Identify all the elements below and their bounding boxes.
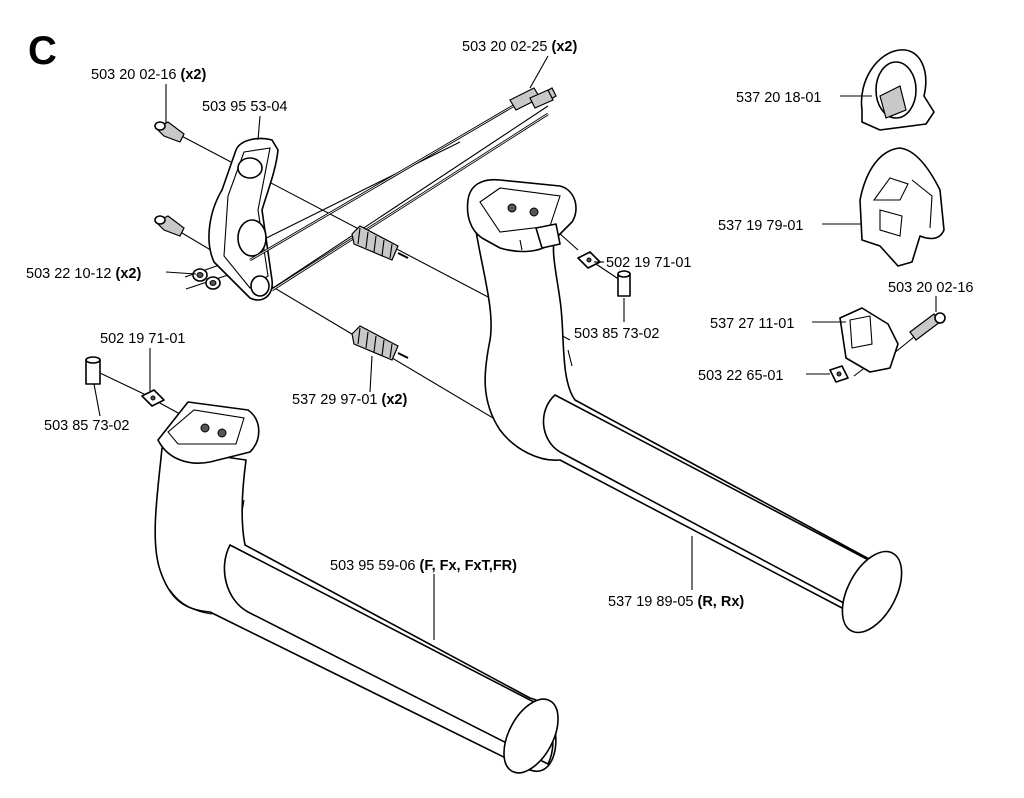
screws-left-pair xyxy=(154,121,185,237)
label-handle-right: 537 19 89-05 (R, Rx) xyxy=(608,594,744,610)
nuts-pair xyxy=(192,268,221,290)
label-clip-mid: 537 19 79-01 xyxy=(718,218,803,234)
handle-right xyxy=(466,178,903,634)
section-letter: C xyxy=(28,29,57,73)
label-square-nut-left: 502 19 71-01 xyxy=(100,331,185,347)
clip-small xyxy=(839,307,899,373)
nut-single xyxy=(829,365,849,383)
clip-top xyxy=(860,49,935,131)
square-nut-right xyxy=(577,251,601,269)
spacer-right xyxy=(617,270,631,297)
handle-left xyxy=(154,401,559,774)
springs-pair xyxy=(351,225,409,361)
label-spacer-left: 503 85 73-02 xyxy=(44,418,129,434)
label-clip-small: 537 27 11-01 xyxy=(710,316,794,332)
label-nut-single: 503 22 65-01 xyxy=(698,368,783,384)
label-bracket: 503 95 53-04 xyxy=(202,99,287,115)
leader-lines xyxy=(93,55,937,640)
labels: 503 20 02-16 (x2) 503 20 02-25 (x2) 503 … xyxy=(26,39,973,610)
label-handle-left: 503 95 59-06 (F, Fx, FxT,FR) xyxy=(330,558,517,574)
label-spring-x2: 537 29 97-01 (x2) xyxy=(292,392,407,408)
clip-mid xyxy=(859,147,945,267)
long-rods xyxy=(249,87,557,292)
spacer-left xyxy=(85,356,101,385)
label-screw-single: 503 20 02-16 xyxy=(888,280,973,296)
label-screw-x2-long: 503 20 02-25 (x2) xyxy=(462,39,577,55)
label-nut-x2: 503 22 10-12 (x2) xyxy=(26,266,141,282)
label-square-nut-right: 502 19 71-01 xyxy=(606,255,691,271)
label-clip-top: 537 20 18-01 xyxy=(736,90,821,106)
label-screw-x2-left: 503 20 02-16 (x2) xyxy=(91,67,206,83)
screw-single xyxy=(909,312,946,341)
bracket-part xyxy=(208,137,279,301)
label-spacer-right: 503 85 73-02 xyxy=(574,326,659,342)
